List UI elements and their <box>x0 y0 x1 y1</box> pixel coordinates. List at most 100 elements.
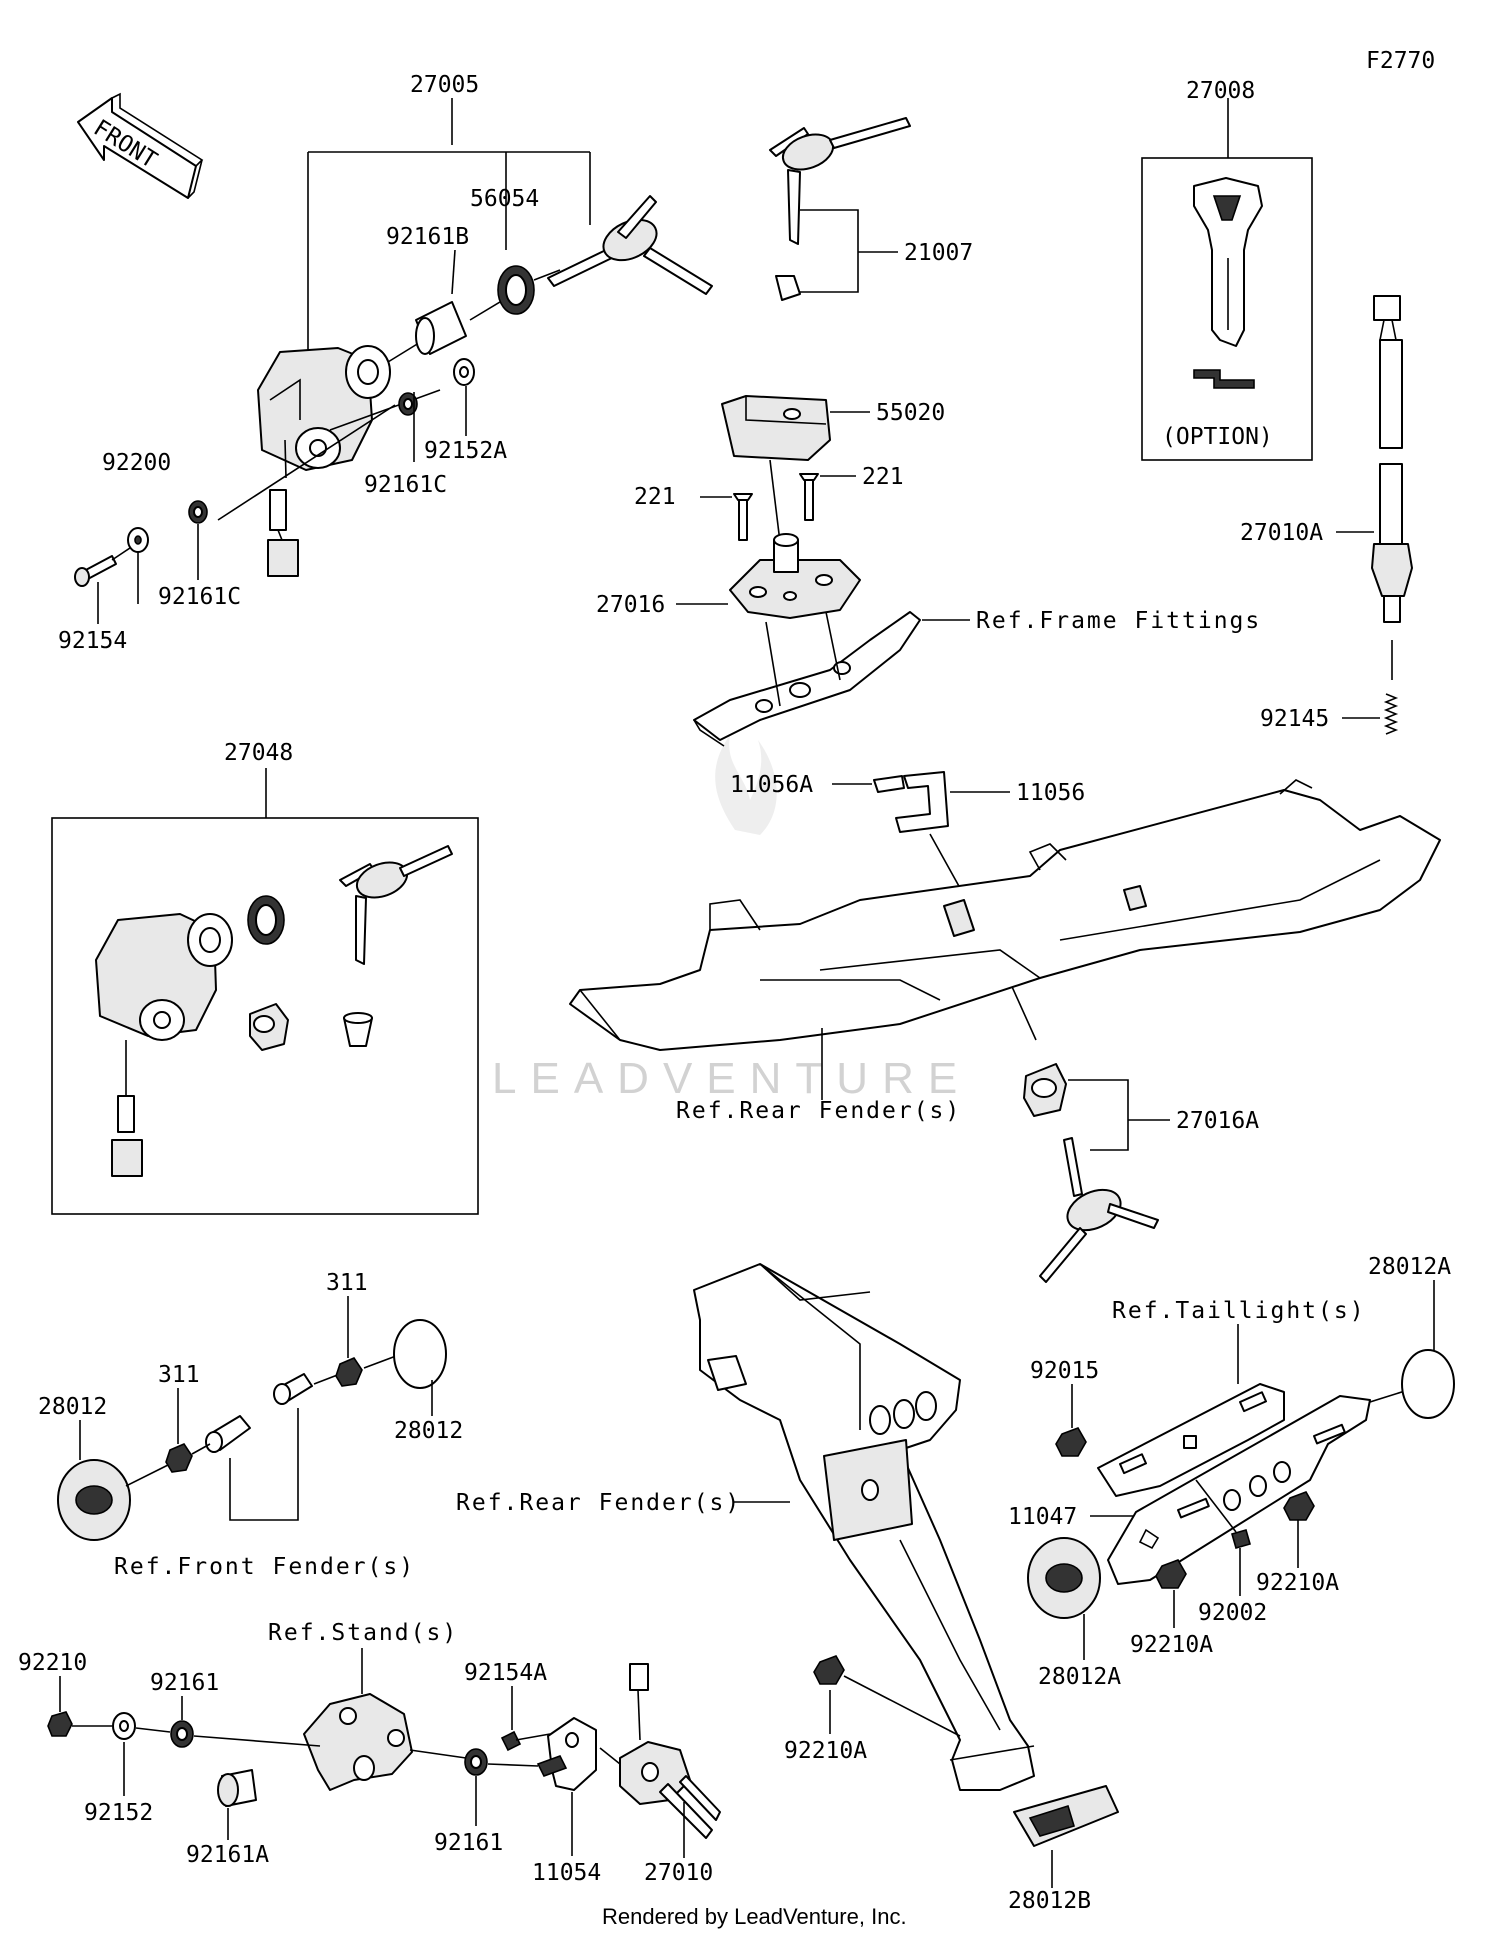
cover-55020 <box>721 395 831 461</box>
part-label-92200: 92200 <box>102 450 171 476</box>
part-label-28012-right: 28012 <box>394 1418 463 1444</box>
part-label-92154: 92154 <box>58 628 127 654</box>
collar-92161B <box>415 301 467 355</box>
option-label: (OPTION) <box>1162 424 1273 450</box>
washer-92161-right <box>464 1748 488 1776</box>
part-label-28012B: 28012B <box>1008 1888 1091 1914</box>
part-label-28012A-upper: 28012A <box>1368 1254 1451 1280</box>
part-label-11056A: 11056A <box>730 772 813 798</box>
bracket-11056 <box>895 771 949 833</box>
nut-311-upper <box>335 1357 363 1387</box>
key-cut-icon <box>1193 369 1255 389</box>
part-label-92161C-upper: 92161C <box>364 472 447 498</box>
washer-92200 <box>127 527 149 553</box>
part-label-27016A: 27016A <box>1176 1108 1259 1134</box>
part-label-27008: 27008 <box>1186 78 1255 104</box>
bracket-taillight <box>1097 1383 1285 1497</box>
cap-28012-large <box>57 1459 131 1541</box>
bracket-frame-fittings <box>693 611 921 747</box>
seal-56054 <box>497 265 535 315</box>
ignition-switch-27048 <box>95 913 233 1177</box>
part-label-11047: 11047 <box>1008 1504 1077 1530</box>
part-label-92002: 92002 <box>1198 1600 1267 1626</box>
part-label-11054: 11054 <box>532 1860 601 1886</box>
switch-27010 <box>619 1663 721 1839</box>
part-label-55020: 55020 <box>876 400 945 426</box>
rear-fender-lower <box>693 1263 1035 1791</box>
part-label-92154A: 92154A <box>464 1660 547 1686</box>
front-arrow-icon <box>77 92 204 199</box>
spacer-lower <box>205 1415 251 1453</box>
nut-92210A-right <box>1283 1491 1315 1521</box>
nut-92015 <box>1055 1427 1087 1457</box>
bracket-11056A <box>873 775 905 793</box>
diagram-code: F2770 <box>1366 48 1435 74</box>
plug-92161A <box>217 1769 257 1807</box>
part-label-27010A: 27010A <box>1240 520 1323 546</box>
part-label-92210A-mid: 92210A <box>1130 1632 1213 1658</box>
bracket-11054 <box>536 1717 597 1791</box>
nut-92210A-lower <box>813 1655 845 1685</box>
option-box-27008 <box>1141 157 1313 461</box>
key-27008 <box>1193 177 1263 347</box>
ref-frame-fittings: Ref.Frame Fittings <box>976 608 1261 634</box>
watermark-logo <box>715 735 777 835</box>
washer-92152A <box>453 358 475 386</box>
part-label-28012-left: 28012 <box>38 1394 107 1420</box>
bolt-92002 <box>1231 1529 1251 1549</box>
screw-221-right <box>799 473 819 521</box>
spacer-upper <box>273 1373 313 1405</box>
washer-92161C-lower <box>188 500 208 524</box>
part-label-221-right: 221 <box>862 464 904 490</box>
part-label-92161A: 92161A <box>186 1842 269 1868</box>
nut-92210A-mid <box>1155 1559 1187 1589</box>
ref-front-fender: Ref.Front Fender(s) <box>114 1554 415 1580</box>
footer-credit: Rendered by LeadVenture, Inc. <box>602 1904 907 1929</box>
nut-92210 <box>47 1711 73 1737</box>
part-label-92161B: 92161B <box>386 224 469 250</box>
cap-28012-small <box>393 1319 447 1389</box>
washer-92161-left <box>170 1720 194 1748</box>
screw-221-left <box>733 493 753 541</box>
part-label-92015: 92015 <box>1030 1358 1099 1384</box>
key-pair-27048 <box>339 845 453 965</box>
washer-92152 <box>112 1712 136 1740</box>
bolt-92154 <box>74 555 117 587</box>
lock-base-27016 <box>729 533 861 619</box>
seat-lock-27016A <box>1023 1063 1067 1117</box>
part-label-92161C-lower: 92161C <box>158 584 241 610</box>
lock-27048 <box>249 1003 289 1051</box>
part-label-92161-left: 92161 <box>150 1670 219 1696</box>
cap-28012A-lower <box>1027 1537 1101 1619</box>
part-label-56054: 56054 <box>470 186 539 212</box>
watermark-text: LEADVENTURE <box>492 1054 971 1103</box>
bracket-stand <box>303 1693 413 1791</box>
ref-taillight: Ref.Taillight(s) <box>1112 1298 1366 1324</box>
ref-stand: Ref.Stand(s) <box>268 1620 458 1646</box>
plate-11047 <box>1107 1395 1371 1585</box>
key-pair-27016A <box>1039 1137 1159 1283</box>
key-pair-21007 <box>769 117 911 301</box>
ref-rear-fender-lower: Ref.Rear Fender(s) <box>456 1490 741 1516</box>
part-label-92152: 92152 <box>84 1800 153 1826</box>
part-label-27010: 27010 <box>644 1860 713 1886</box>
part-label-92145: 92145 <box>1260 706 1329 732</box>
part-label-311-upper: 311 <box>326 1270 368 1296</box>
nut-311-lower <box>165 1443 193 1473</box>
part-label-221-left: 221 <box>634 484 676 510</box>
part-label-28012A-lower: 28012A <box>1038 1664 1121 1690</box>
part-label-92152A: 92152A <box>424 438 507 464</box>
switch-27010A <box>1371 295 1413 623</box>
part-group-27005 <box>307 98 591 352</box>
part-label-311-lower: 311 <box>158 1362 200 1388</box>
part-label-27048: 27048 <box>224 740 293 766</box>
bolt-92154A <box>500 1730 551 1752</box>
part-label-11056: 11056 <box>1016 780 1085 806</box>
reflector-28012B <box>1013 1785 1119 1847</box>
ref-rear-fender-upper: Ref.Rear Fender(s) <box>676 1098 961 1124</box>
part-label-92210: 92210 <box>18 1650 87 1676</box>
cap-28012A-upper <box>1401 1349 1455 1419</box>
part-label-27016: 27016 <box>596 592 665 618</box>
part-label-92161-right: 92161 <box>434 1830 503 1856</box>
